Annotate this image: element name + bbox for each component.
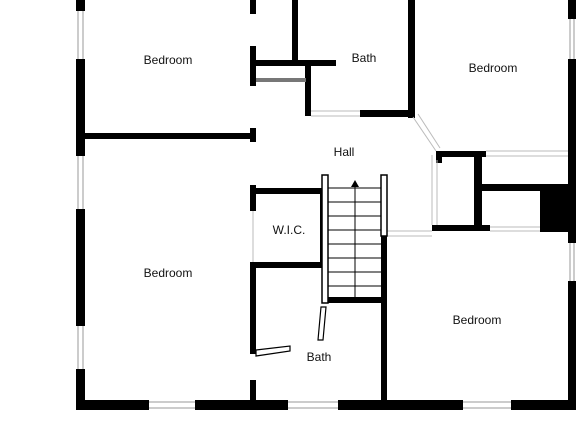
window-right-1 (568, 17, 576, 61)
room-label-bedroom-bottom-right: Bedroom (453, 313, 502, 327)
openings (252, 110, 568, 262)
room-label-bedroom-left: Bedroom (144, 266, 193, 280)
room-label-bedroom-top-right: Bedroom (469, 61, 518, 75)
window-right-2 (568, 241, 576, 283)
room-label-bath-bottom: Bath (307, 350, 332, 364)
room-label-bath-top: Bath (352, 51, 377, 65)
window-bottom-1 (147, 400, 197, 410)
windows (76, 9, 576, 410)
room-labels: Bedroom Bath Bedroom Hall W.I.C. Bedroom… (144, 51, 518, 364)
window-left-1 (76, 9, 85, 61)
interior-walls (85, 0, 568, 405)
room-label-walk-in-closet: W.I.C. (273, 223, 306, 237)
window-bottom-3 (461, 400, 513, 410)
arrow-up-icon (351, 180, 359, 187)
room-label-hall: Hall (334, 145, 355, 159)
window-left-3 (76, 324, 85, 371)
room-label-bedroom-top-left: Bedroom (144, 53, 193, 67)
window-left-2 (76, 154, 85, 211)
doors (255, 306, 327, 357)
staircase (321, 174, 388, 304)
window-bottom-2 (286, 400, 340, 410)
